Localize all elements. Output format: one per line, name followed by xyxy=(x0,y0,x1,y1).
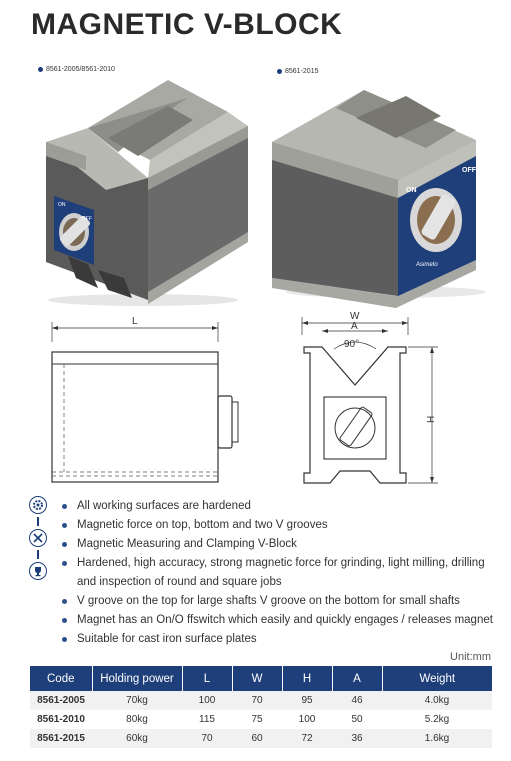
photo-vblock-small: ON OFF Asimeto xyxy=(272,90,486,308)
cell-weight: 1.6kg xyxy=(382,729,492,748)
divider xyxy=(37,550,39,559)
table-header-row: Code Holding power L W H A Weight xyxy=(30,666,492,691)
bullet-dot xyxy=(38,67,43,72)
cell-h: 95 xyxy=(282,691,332,710)
cell-code: 8561-2005 xyxy=(30,691,92,710)
cell-holding-power: 80kg xyxy=(92,710,182,729)
cell-code: 8561-2015 xyxy=(30,729,92,748)
col-header-h: H xyxy=(282,666,333,691)
dim-l-label: L xyxy=(132,316,138,327)
cell-w: 60 xyxy=(232,729,282,748)
cell-h: 72 xyxy=(282,729,332,748)
col-header-a: A xyxy=(332,666,383,691)
dial-on-text: ON xyxy=(58,202,66,208)
dim-h-label: H xyxy=(426,416,437,423)
table-row: 8561-2010 80kg 115 75 100 50 5.2kg xyxy=(30,710,492,729)
feature-item: Magnetic Measuring and Clamping V-Block xyxy=(60,535,500,554)
feature-icons xyxy=(28,496,48,580)
cell-l: 100 xyxy=(182,691,232,710)
unit-label: Unit:mm xyxy=(450,651,491,663)
cell-code: 8561-2010 xyxy=(30,710,92,729)
spec-table: Code Holding power L W H A Weight 8561-2… xyxy=(30,666,492,748)
tools-icon xyxy=(29,529,47,547)
cell-l: 70 xyxy=(182,729,232,748)
col-header-code: Code xyxy=(30,666,93,691)
cell-holding-power: 60kg xyxy=(92,729,182,748)
cell-w: 75 xyxy=(232,710,282,729)
col-header-l: L xyxy=(182,666,233,691)
brand-logo: Asimeto xyxy=(415,262,438,268)
gear-icon xyxy=(29,496,47,514)
feature-item: Hardened, high accuracy, strong magnetic… xyxy=(60,554,500,592)
feature-item: Magnet has an On/O ffswitch which easily… xyxy=(60,611,500,630)
cell-holding-power: 70kg xyxy=(92,691,182,710)
dial-off-text: OFF xyxy=(462,167,477,174)
dim-a-label: A xyxy=(351,321,358,332)
table-row: 8561-2005 70kg 100 70 95 46 4.0kg xyxy=(30,691,492,710)
cell-l: 115 xyxy=(182,710,232,729)
divider xyxy=(37,517,39,526)
col-header-weight: Weight xyxy=(382,666,492,691)
photo-vblock-large: ON OFF xyxy=(46,80,248,306)
drawing-front-view: W A 90° H xyxy=(301,311,438,484)
dim-w-label: W xyxy=(350,311,360,322)
feature-item: Suitable for cast iron surface plates xyxy=(60,630,500,649)
cell-h: 100 xyxy=(282,710,332,729)
cell-a: 50 xyxy=(332,710,382,729)
cell-a: 46 xyxy=(332,691,382,710)
feature-list: All working surfaces are hardened Magnet… xyxy=(60,497,500,649)
dial-off-text: OFF xyxy=(82,216,92,222)
col-header-holding-power: Holding power xyxy=(92,666,183,691)
dim-angle-label: 90° xyxy=(344,339,359,350)
trophy-icon xyxy=(29,562,47,580)
cell-a: 36 xyxy=(332,729,382,748)
cell-weight: 4.0kg xyxy=(382,691,492,710)
bullet-dot xyxy=(277,69,282,74)
feature-item: All working surfaces are hardened xyxy=(60,497,500,516)
photo-label-left: 8561-2005/8561-2010 xyxy=(38,66,115,73)
feature-item: V groove on the top for large shafts V g… xyxy=(60,592,500,611)
col-header-w: W xyxy=(232,666,283,691)
page-title: MAGNETIC V-BLOCK xyxy=(31,8,343,41)
feature-item: Magnetic force on top, bottom and two V … xyxy=(60,516,500,535)
cell-weight: 5.2kg xyxy=(382,710,492,729)
dial-on-text: ON xyxy=(406,187,417,194)
photo-label-right: 8561-2015 xyxy=(277,68,318,75)
cell-w: 70 xyxy=(232,691,282,710)
table-row: 8561-2015 60kg 70 60 72 36 1.6kg xyxy=(30,729,492,748)
drawing-side-view: L xyxy=(51,316,239,483)
